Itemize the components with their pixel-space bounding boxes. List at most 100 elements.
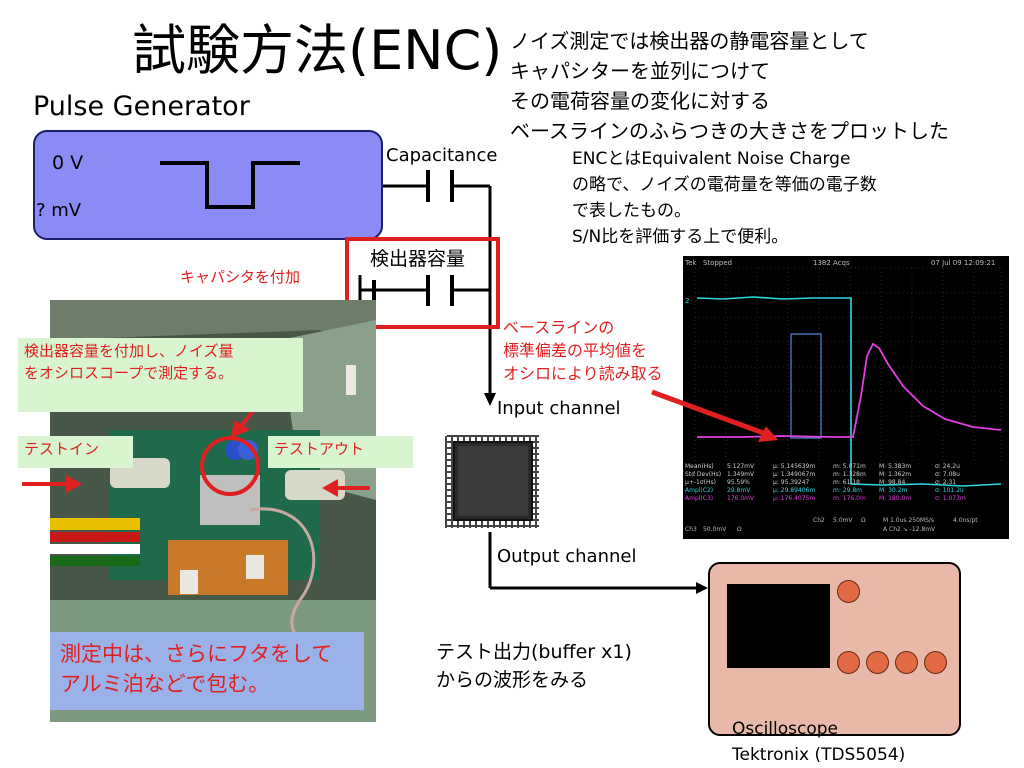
intro-line: その電荷容量の変化に対する bbox=[510, 89, 770, 113]
test-output-note: テスト出力(buffer x1) からの波形をみる bbox=[436, 638, 632, 694]
intro-text: ノイズ測定では検出器の静電容量として キャパシターを並列につけて その電荷容量の… bbox=[510, 26, 949, 146]
input-channel-label: Input channel bbox=[497, 398, 621, 419]
svg-text:M: 5.383m: M: 5.383m bbox=[879, 463, 911, 470]
pulse-generator-label: Pulse Generator bbox=[33, 91, 250, 122]
svg-text:Mean(Hs): Mean(Hs) bbox=[685, 463, 714, 470]
enc-line: ENCとはEquivalent Noise Charge bbox=[572, 149, 851, 169]
svg-text:29.8mV: 29.8mV bbox=[727, 487, 751, 494]
oscilloscope-model: Tektronix (TDS5054) bbox=[732, 745, 906, 765]
cover-note-line: アルミ泊などで包む。 bbox=[60, 672, 270, 696]
gate-marker bbox=[790, 333, 822, 439]
scope-state: Stopped bbox=[703, 259, 732, 267]
oscilloscope-screenshot: Tek Stopped 1382 Acqs 07 Jul 09 12:09:21… bbox=[683, 256, 1009, 539]
svg-text:m: 1.328m: m: 1.328m bbox=[833, 471, 866, 478]
oscilloscope-name-line: Oscilloscope bbox=[732, 719, 839, 739]
svg-text:m: 61.18: m: 61.18 bbox=[833, 479, 860, 486]
board-note-line: 検出器容量を付加し、ノイズ量 bbox=[24, 342, 234, 360]
svg-text:5.0mV: 5.0mV bbox=[833, 517, 853, 524]
svg-text:4.0ns/pt: 4.0ns/pt bbox=[953, 517, 978, 524]
oscilloscope-knob-icon bbox=[895, 651, 918, 674]
svg-text:μ: 176.4075m: μ: 176.4075m bbox=[773, 495, 815, 502]
red-arrow bbox=[651, 389, 767, 437]
svg-text:Ω: Ω bbox=[737, 526, 742, 533]
pulse-low-level: ? mV bbox=[36, 200, 82, 221]
enc-line: で表したもの。 bbox=[572, 201, 691, 221]
svg-text:m: 176.0m: m: 176.0m bbox=[833, 495, 866, 502]
detector-capacitance-label: 検出器容量 bbox=[370, 248, 466, 270]
red-arrow-head bbox=[322, 479, 338, 497]
scope-footer: Ch2 5.0mV Ω M 1.0us 250MS/s 4.0ns/pt A C… bbox=[685, 517, 978, 533]
svg-text:σ: 2.31: σ: 2.31 bbox=[935, 479, 956, 486]
svg-text:μ: 95.39247: μ: 95.39247 bbox=[773, 479, 810, 486]
add-capacitor-note: キャパシタを付加 bbox=[180, 268, 301, 286]
svg-text:m: 5.071m: m: 5.071m bbox=[833, 463, 866, 470]
pulse-waveform bbox=[160, 161, 300, 209]
svg-text:M: 1.362m: M: 1.362m bbox=[879, 471, 911, 478]
cover-note-line: 測定中は、さらにフタをして bbox=[60, 642, 333, 666]
svg-text:A Ch2 ↘ -12.8mV: A Ch2 ↘ -12.8mV bbox=[883, 526, 936, 533]
oscilloscope-knob-icon bbox=[924, 651, 947, 674]
svg-text:Ch3: Ch3 bbox=[685, 526, 697, 533]
cover-note: 測定中は、さらにフタをして アルミ泊などで包む。 bbox=[50, 632, 364, 710]
svg-text:σ: 101.2u: σ: 101.2u bbox=[935, 487, 964, 494]
output-channel-label: Output channel bbox=[497, 546, 637, 567]
svg-text:μ: 5.145639m: μ: 5.145639m bbox=[773, 463, 815, 470]
baseline-note-line: ベースラインの bbox=[503, 318, 615, 337]
intro-line: ノイズ測定では検出器の静電容量として bbox=[510, 29, 869, 53]
arrow-head bbox=[696, 582, 708, 594]
svg-text:μ+-1σ(Hs): μ+-1σ(Hs) bbox=[685, 479, 716, 486]
capacitance-label: Capacitance bbox=[386, 145, 498, 166]
highlight-circle bbox=[200, 436, 260, 496]
cyan-trace bbox=[696, 296, 1002, 487]
scope-measurements-ampl3: Ampl(C3) 176.0mV μ: 176.4075m m: 176.0m … bbox=[685, 495, 966, 502]
svg-text:Ampl(C3): Ampl(C3) bbox=[685, 495, 713, 502]
svg-text:M: 30.2m: M: 30.2m bbox=[879, 487, 907, 494]
board-note-line: をオシロスコープで測定する。 bbox=[24, 364, 234, 382]
scope-measurements: Mean(Hs) 5.127mV μ: 5.145639m m: 5.071m … bbox=[685, 463, 960, 486]
asic-chip-icon bbox=[443, 432, 543, 532]
svg-text:μ: 29.89406m: μ: 29.89406m bbox=[773, 487, 815, 494]
enc-definition: ENCとはEquivalent Noise Charge の略で、ノイズの電荷量… bbox=[572, 146, 877, 250]
detector-capacitance-highlight bbox=[345, 237, 500, 329]
baseline-note-line: オシロにより読み取る bbox=[503, 364, 663, 383]
svg-text:1.349mV: 1.349mV bbox=[727, 471, 755, 478]
svg-text:M: 180.0m: M: 180.0m bbox=[879, 495, 911, 502]
test-output-line: テスト出力(buffer x1) bbox=[436, 641, 632, 663]
board-note: 検出器容量を付加し、ノイズ量 をオシロスコープで測定する。 bbox=[18, 338, 303, 412]
oscilloscope-name: Oscilloscope Tektronix (TDS5054) bbox=[732, 716, 905, 768]
baseline-note: ベースラインの 標準偏差の平均値を オシロにより読み取る bbox=[503, 316, 663, 385]
red-arrow-head bbox=[230, 420, 250, 438]
red-arrow-head bbox=[758, 426, 778, 442]
scope-channel-marker: 2 bbox=[685, 297, 689, 305]
scope-measurements-ampl2: Ampl(C2) 29.8mV μ: 29.89406m m: 29.8m M:… bbox=[685, 487, 964, 494]
test-output-line: からの波形をみる bbox=[436, 669, 589, 691]
oscilloscope-knob-icon bbox=[866, 651, 889, 674]
arrow-head bbox=[484, 393, 496, 406]
pulse-high-level: 0 V bbox=[52, 152, 84, 174]
scope-display: Tek Stopped 1382 Acqs 07 Jul 09 12:09:21… bbox=[683, 256, 1009, 539]
oscilloscope-knob-icon bbox=[837, 580, 860, 603]
red-arrow-head bbox=[66, 475, 82, 493]
svg-text:σ: 7.08u: σ: 7.08u bbox=[935, 471, 960, 478]
svg-text:Ω: Ω bbox=[861, 517, 866, 524]
scope-graticule bbox=[694, 267, 1002, 465]
svg-text:μ: 1.349067m: μ: 1.349067m bbox=[773, 471, 815, 478]
svg-text:Ampl(C2): Ampl(C2) bbox=[685, 487, 713, 494]
svg-text:176.0mV: 176.0mV bbox=[727, 495, 755, 502]
intro-line: キャパシターを並列につけて bbox=[510, 59, 770, 83]
oscilloscope-knob-icon bbox=[837, 651, 860, 674]
svg-text:M 1.0us 250MS/s: M 1.0us 250MS/s bbox=[883, 517, 934, 524]
magenta-trace bbox=[697, 342, 1002, 438]
svg-text:50.0mV: 50.0mV bbox=[703, 526, 727, 533]
svg-text:M: 98.84: M: 98.84 bbox=[879, 479, 905, 486]
svg-text:Std Dev(Hs): Std Dev(Hs) bbox=[685, 471, 721, 478]
test-out-label: テストアウト bbox=[268, 436, 413, 468]
svg-text:5.127mV: 5.127mV bbox=[727, 463, 755, 470]
svg-text:σ: 24.2u: σ: 24.2u bbox=[935, 463, 960, 470]
scope-brand: Tek bbox=[684, 259, 697, 267]
enc-line: の略で、ノイズの電荷量を等価の電子数 bbox=[572, 175, 877, 195]
scope-acqs: 1382 Acqs bbox=[813, 259, 850, 267]
page-title: 試験方法(ENC) bbox=[132, 19, 503, 82]
scope-datetime: 07 Jul 09 12:09:21 bbox=[931, 259, 995, 267]
